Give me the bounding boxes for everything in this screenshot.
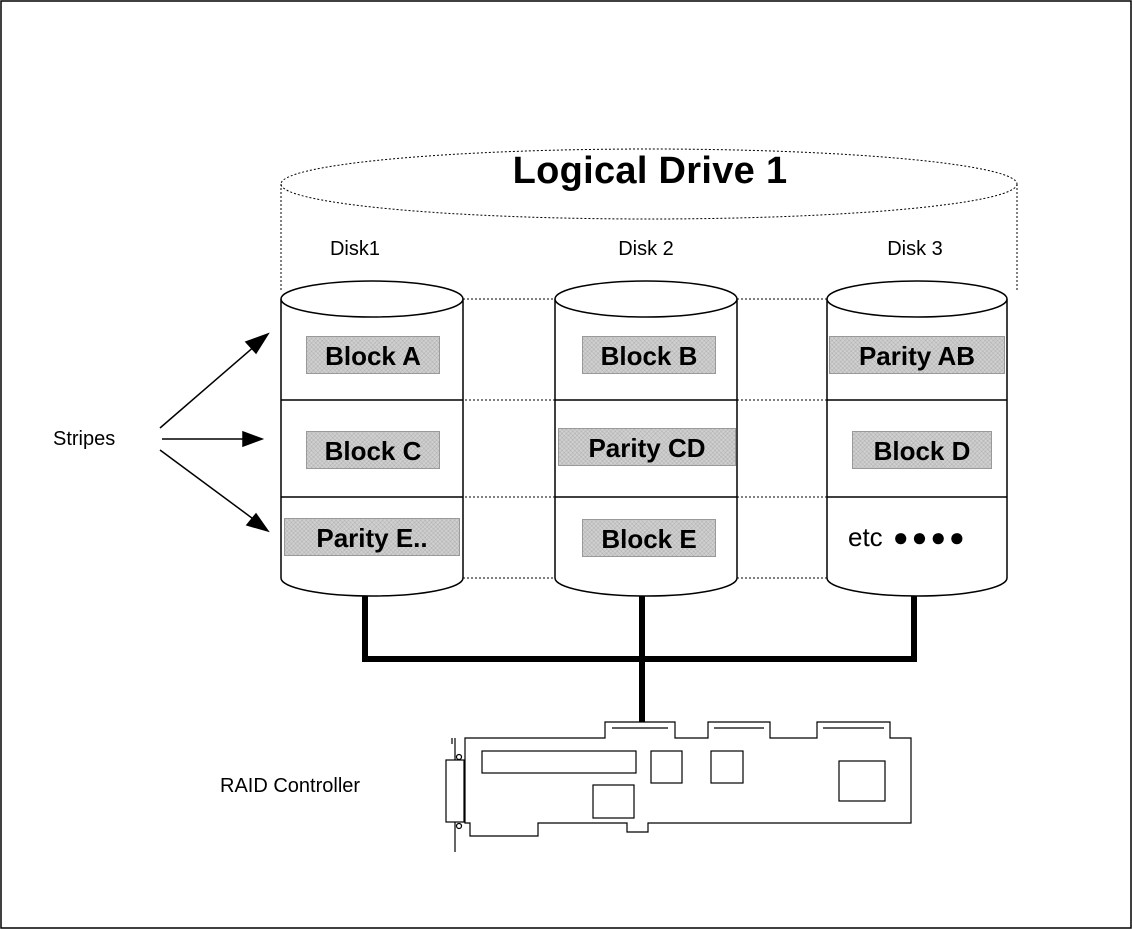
raid-controller-card xyxy=(445,721,912,852)
continuation-dots: ●●●● xyxy=(882,522,968,552)
disk2-label: Disk 2 xyxy=(618,238,674,260)
disk2-block-stripe1: Block B xyxy=(582,336,716,374)
raid-controller-label: RAID Controller xyxy=(220,775,361,797)
disk1-parity-stripe3: Parity E.. xyxy=(284,518,460,556)
chip xyxy=(710,750,744,784)
chip xyxy=(650,750,683,784)
disk3-block-stripe2: Block D xyxy=(852,431,992,469)
controller-bus xyxy=(362,596,917,722)
card-slot xyxy=(481,750,637,774)
logical-drive-outline xyxy=(280,148,1018,290)
disk1-block-stripe1: Block A xyxy=(306,336,440,374)
stripes-arrows xyxy=(159,332,270,533)
chip xyxy=(592,784,635,819)
disk1-block-stripe2: Block C xyxy=(306,431,440,469)
disk2-block-stripe3: Block E xyxy=(582,519,716,557)
arrow-head-top xyxy=(244,332,270,355)
disk3-label: Disk 3 xyxy=(887,238,943,260)
disk1-label: Disk1 xyxy=(329,238,380,260)
stripes-label: Stripes xyxy=(53,428,116,450)
bracket-connector xyxy=(445,759,465,823)
chip xyxy=(838,760,886,802)
disk3-parity-stripe1: Parity AB xyxy=(829,336,1005,374)
disk2-parity-stripe2: Parity CD xyxy=(558,428,736,466)
etc-label: etc ●●●● xyxy=(848,522,968,552)
arrow-head-middle xyxy=(242,430,265,448)
arrow-head-bottom xyxy=(245,512,270,533)
logical-drive-title: Logical Drive 1 xyxy=(512,150,788,192)
